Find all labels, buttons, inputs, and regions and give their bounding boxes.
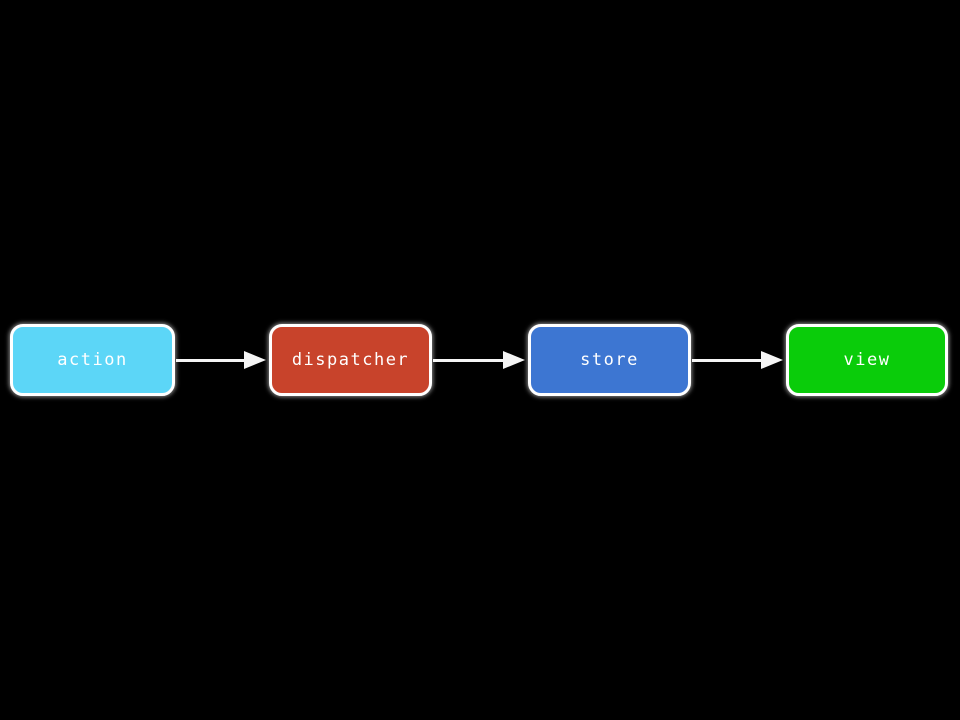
node-action: action: [10, 324, 175, 396]
arrowhead-right-icon: [503, 351, 525, 369]
arrow-shaft: [692, 358, 761, 362]
node-dispatcher: dispatcher: [269, 324, 432, 396]
arrowhead-right-icon: [761, 351, 783, 369]
edge-dispatcher-to-store: [433, 349, 525, 371]
node-dispatcher-label: dispatcher: [291, 350, 410, 370]
node-store-label: store: [580, 350, 639, 370]
node-store: store: [528, 324, 691, 396]
arrow-shaft: [433, 358, 503, 362]
node-view: view: [786, 324, 948, 396]
edge-store-to-view: [692, 349, 783, 371]
edge-action-to-dispatcher: [176, 349, 266, 371]
node-view-label: view: [843, 350, 891, 370]
arrowhead-right-icon: [244, 351, 266, 369]
arrow-shaft: [176, 358, 244, 362]
node-action-label: action: [57, 350, 128, 370]
